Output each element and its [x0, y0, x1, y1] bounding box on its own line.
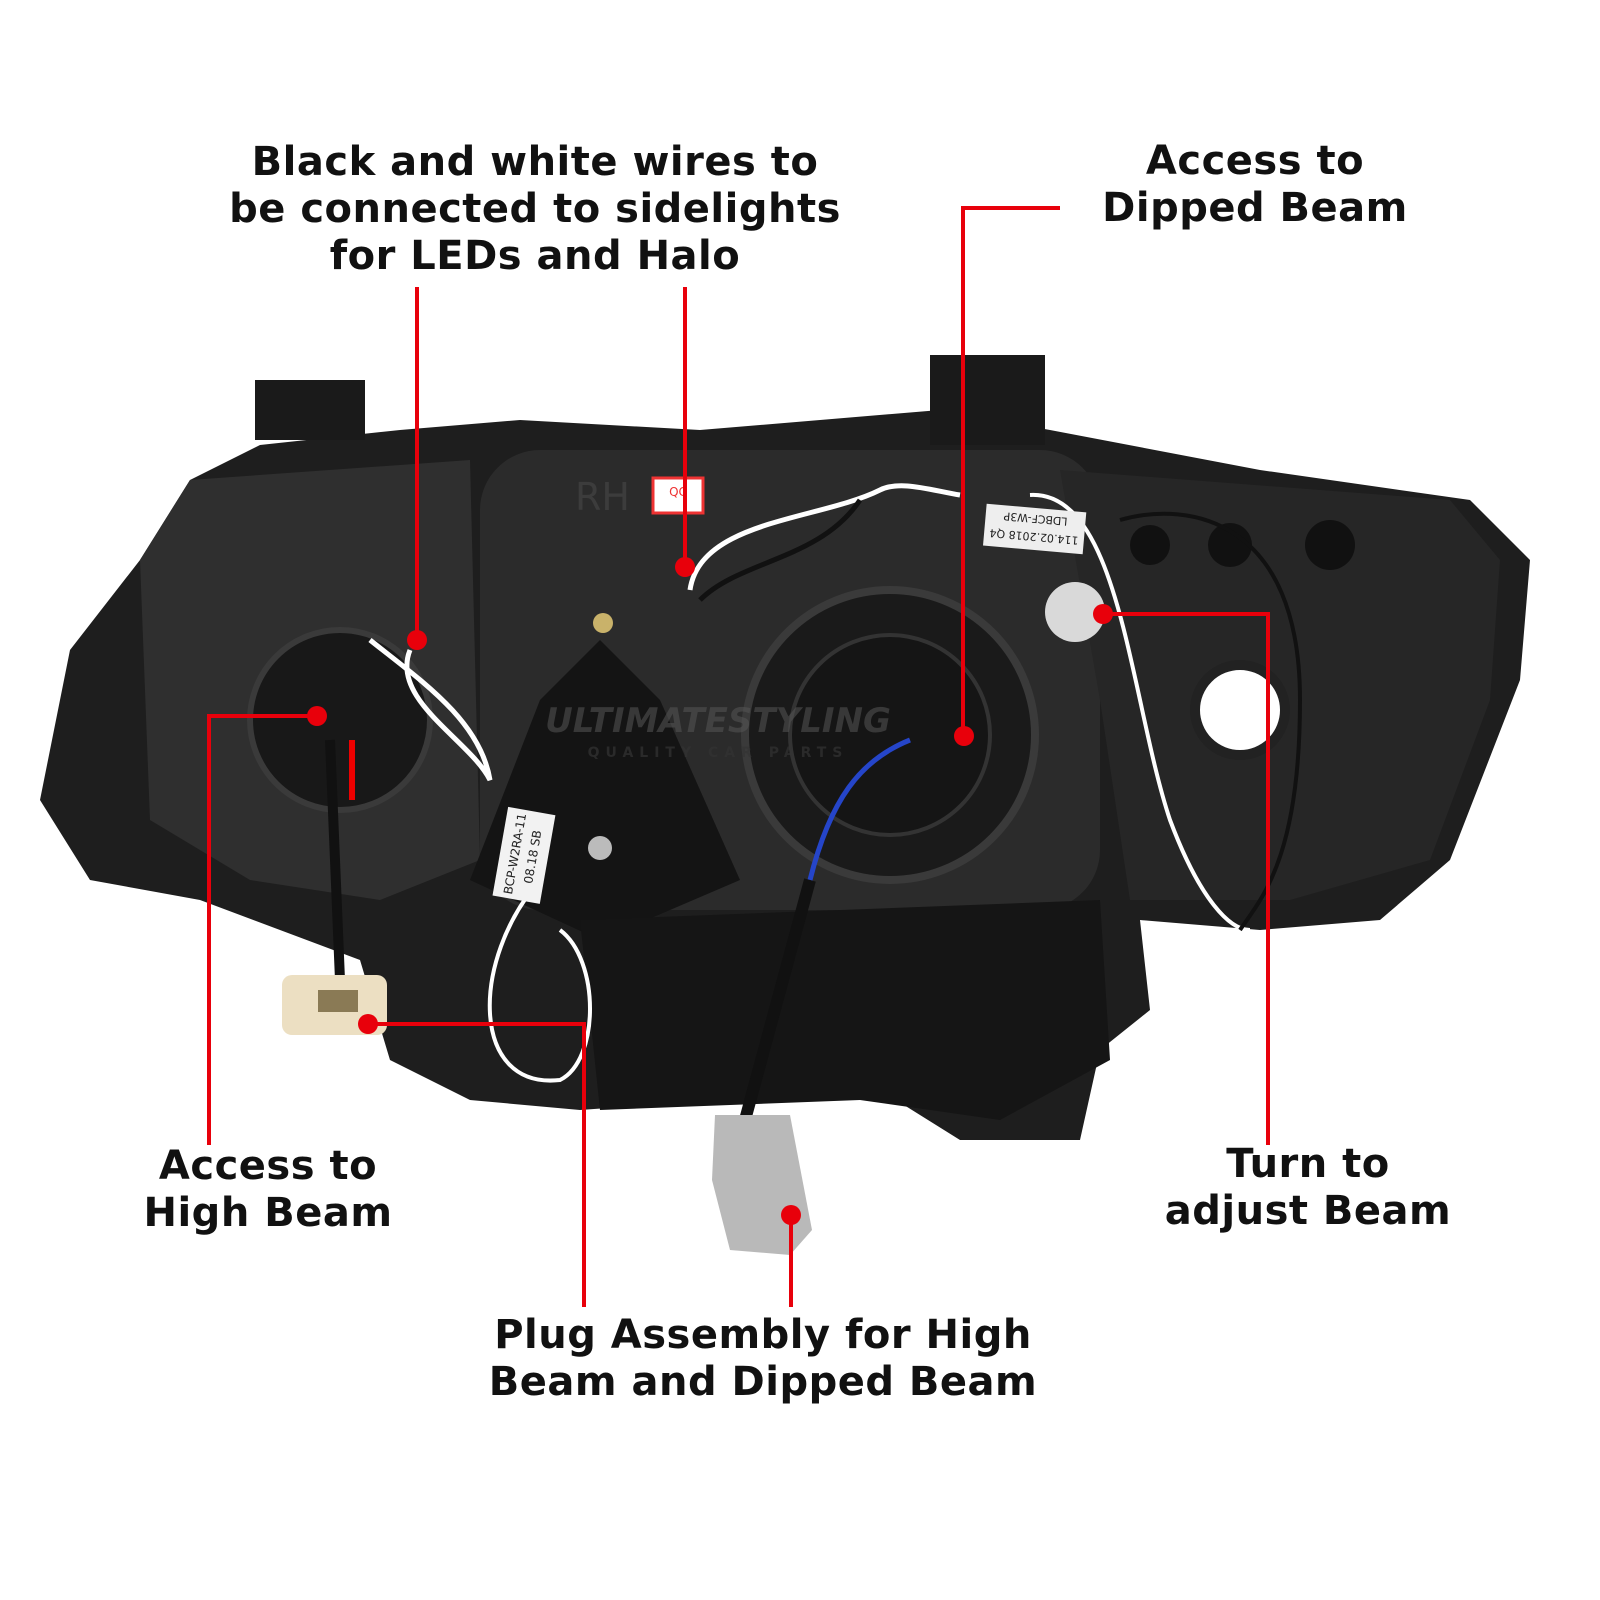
callout-dot-high-beam — [307, 706, 327, 726]
callout-adjust-beam: Turn to adjust Beam — [1165, 1141, 1451, 1235]
plug-assembly-connector — [712, 1115, 812, 1255]
callout-sidelight-wires: Black and white wires to be connected to… — [229, 139, 841, 280]
wires — [325, 483, 1303, 1122]
qc-sticker-text: QC — [669, 485, 687, 499]
callout-plug-assembly: Plug Assembly for High Beam and Dipped B… — [489, 1312, 1037, 1406]
callout-text: for LEDs and Halo — [329, 233, 741, 279]
module-label: LDBCF-W3P — [1003, 509, 1068, 528]
callout-dot-plug-1 — [358, 1014, 378, 1034]
high-beam-cover — [247, 627, 433, 813]
callout-dipped-beam: Access to Dipped Beam — [1102, 138, 1408, 232]
callout-high-beam: Access to High Beam — [143, 1143, 392, 1237]
callout-text: adjust Beam — [1164, 1188, 1452, 1234]
callout-text: Black and white wires to — [251, 139, 819, 185]
callout-dot-sidelight-1 — [407, 630, 427, 650]
watermark-brand: ULTIMATESTYLING — [545, 701, 891, 741]
callout-dot-plug-2 — [781, 1205, 801, 1225]
callout-text: High Beam — [143, 1190, 393, 1236]
callout-text: Dipped Beam — [1102, 185, 1408, 231]
callout-text: be connected to sidelights — [229, 186, 841, 232]
callout-dot-sidelight-2 — [675, 557, 695, 577]
callout-dot-dipped — [954, 726, 974, 746]
callout-line-dipped — [961, 206, 1060, 736]
callout-lines — [207, 206, 1270, 1307]
qc-sticker — [651, 476, 705, 515]
callout-dot-adjust — [1093, 604, 1113, 624]
callout-line-plug-1 — [368, 1022, 586, 1307]
housing-side-marking: RH — [575, 475, 630, 519]
callout-line-high-beam — [207, 714, 317, 1145]
adjuster-screw — [1045, 582, 1105, 642]
ballast-sticker — [492, 806, 556, 904]
watermark-tagline: QUALITY CAR PARTS — [588, 745, 849, 761]
callout-text: Beam and Dipped Beam — [488, 1359, 1038, 1405]
callout-text: Turn to — [1226, 1141, 1390, 1187]
module-sticker — [983, 503, 1087, 555]
callout-text: Access to — [1145, 138, 1365, 184]
callout-text: Plug Assembly for High — [494, 1312, 1032, 1358]
callout-line-adjust — [1103, 612, 1270, 1145]
callout-text: Access to — [158, 1143, 378, 1189]
